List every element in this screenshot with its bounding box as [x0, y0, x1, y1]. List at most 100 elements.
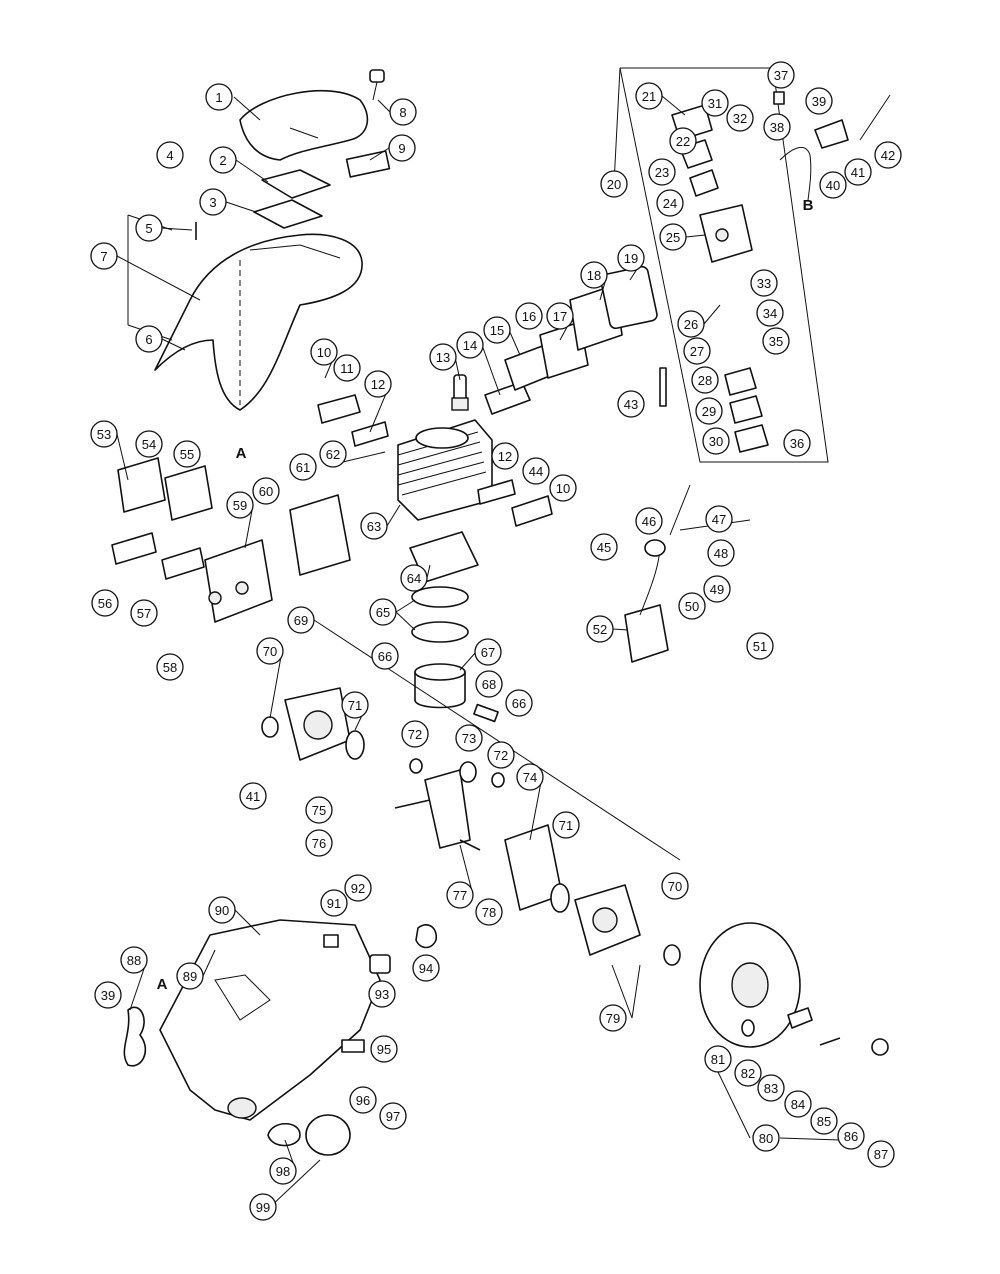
callout-number: 22 — [676, 134, 690, 149]
callout-number: 63 — [367, 519, 381, 534]
cover-plate — [345, 150, 391, 178]
callout-number: 15 — [490, 323, 504, 338]
callout-39: 39 — [805, 87, 833, 115]
label-57 — [161, 547, 205, 580]
callout-number: 78 — [482, 905, 496, 920]
stop-switch — [369, 954, 391, 974]
piston-ring-1 — [411, 586, 469, 608]
callout-50: 50 — [678, 592, 706, 620]
oil-seal-left — [261, 716, 279, 738]
callout-number: 35 — [769, 334, 783, 349]
callout-number: 74 — [523, 770, 537, 785]
plate-54 — [117, 457, 166, 513]
callout-number: 49 — [710, 582, 724, 597]
callout-number: 14 — [463, 338, 477, 353]
callout-number: 24 — [663, 196, 677, 211]
callout-number: 34 — [763, 306, 777, 321]
callout-number: 38 — [770, 120, 784, 135]
callout-number: 86 — [844, 1129, 858, 1144]
callout-19: 19 — [617, 244, 645, 272]
callout-number: 50 — [685, 599, 699, 614]
callout-89: 89 — [176, 962, 204, 990]
washer-72a — [409, 758, 423, 774]
callout-number: 4 — [166, 148, 173, 163]
callout-number: 73 — [462, 731, 476, 746]
callout-84: 84 — [784, 1090, 812, 1118]
air-filter — [253, 169, 331, 229]
callout-number: 79 — [606, 1011, 620, 1026]
callout-58: 58 — [156, 653, 184, 681]
callout-49: 49 — [703, 575, 731, 603]
gasket-left — [317, 394, 361, 424]
reference-letter: A — [236, 445, 247, 462]
bearing-right — [550, 883, 570, 913]
callout-66: 66 — [505, 689, 533, 717]
callout-12: 12 — [491, 442, 519, 470]
spark-plug — [451, 374, 469, 411]
callout-32: 32 — [726, 104, 754, 132]
callout-number: 54 — [142, 437, 156, 452]
callout-13: 13 — [429, 343, 457, 371]
callout-55: 55 — [173, 440, 201, 468]
callout-60: 60 — [252, 477, 280, 505]
callout-95: 95 — [370, 1035, 398, 1063]
air-filter-case — [127, 214, 363, 411]
callout-10: 10 — [310, 338, 338, 366]
callout-number: 11 — [340, 361, 354, 376]
callout-number: 27 — [690, 344, 704, 359]
callout-number: 77 — [453, 888, 467, 903]
callout-number: 8 — [399, 105, 406, 120]
callout-number: 21 — [642, 89, 656, 104]
callout-number: 32 — [733, 111, 747, 126]
plate-55 — [164, 465, 213, 521]
callout-number: 43 — [624, 397, 638, 412]
callout-56: 56 — [91, 589, 119, 617]
callout-number: 64 — [407, 571, 421, 586]
bearing-left — [345, 730, 365, 760]
callout-number: 83 — [764, 1081, 778, 1096]
callout-31: 31 — [701, 89, 729, 117]
callout-14: 14 — [456, 331, 484, 359]
engine-housing — [159, 919, 381, 1121]
callout-number: 72 — [494, 748, 508, 763]
gasket-right — [477, 479, 516, 505]
callout-72: 72 — [487, 741, 515, 769]
crankcase-half-left — [284, 687, 351, 761]
cap-37 — [773, 91, 785, 105]
callout-number: 97 — [386, 1109, 400, 1124]
carburetor-group-frame — [613, 67, 829, 463]
callout-number: 76 — [312, 836, 326, 851]
callout-number: 40 — [826, 178, 840, 193]
choke-lever — [814, 119, 849, 149]
callout-number: 91 — [327, 896, 341, 911]
callout-83: 83 — [757, 1074, 785, 1102]
callout-number: 47 — [712, 512, 726, 527]
callout-number: 69 — [294, 613, 308, 628]
callout-17: 17 — [546, 302, 574, 330]
bolt-85 — [819, 1037, 841, 1046]
callout-number: 80 — [759, 1131, 773, 1146]
callout-number: 20 — [607, 177, 621, 192]
callout-number: 44 — [529, 464, 543, 479]
callout-75: 75 — [305, 796, 333, 824]
callout-number: 39 — [812, 94, 826, 109]
callout-37: 37 — [767, 61, 795, 89]
callout-80: 80 — [752, 1124, 780, 1152]
callout-number: 13 — [436, 350, 450, 365]
callout-number: 19 — [624, 251, 638, 266]
callout-48: 48 — [707, 539, 735, 567]
callout-6: 6 — [135, 325, 163, 353]
carb-plate-28 — [724, 367, 757, 396]
callout-number: 56 — [98, 596, 112, 611]
callout-number: 5 — [145, 221, 152, 236]
top-cover — [239, 89, 369, 161]
callout-number: 88 — [127, 953, 141, 968]
callout-number: 18 — [587, 268, 601, 283]
callout-number: 25 — [666, 230, 680, 245]
ignition-coil — [624, 484, 691, 663]
callout-number: 84 — [791, 1097, 805, 1112]
callout-number: 41 — [851, 165, 865, 180]
callout-68: 68 — [475, 670, 503, 698]
reference-letter: A — [157, 976, 168, 993]
